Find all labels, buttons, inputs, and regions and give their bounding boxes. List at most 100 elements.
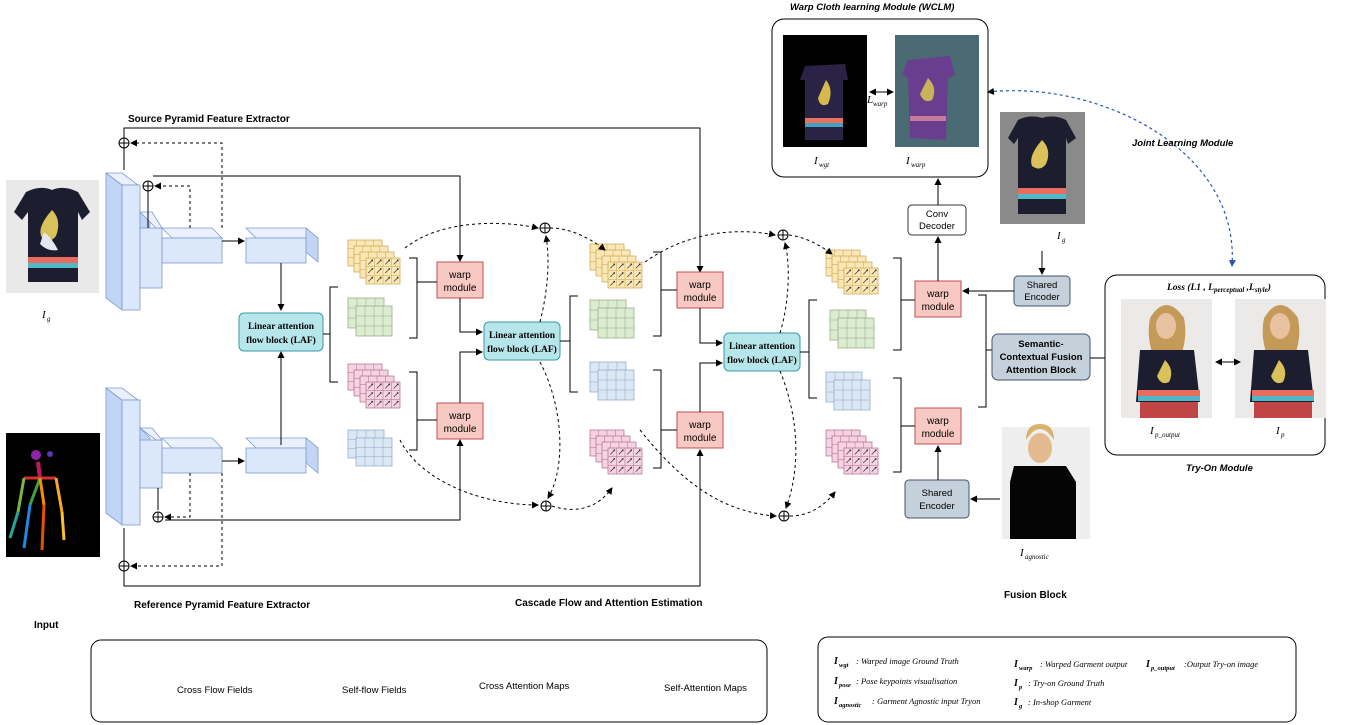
svg-text:flow block (LAF): flow block (LAF) (727, 355, 797, 366)
svg-text:I: I (1013, 678, 1019, 689)
svg-text:module: module (684, 433, 717, 444)
svg-text:p: p (1280, 431, 1285, 439)
svg-text:module: module (922, 429, 955, 440)
tryon-output-image (1121, 299, 1212, 418)
self-flow-stack (825, 429, 879, 475)
warp-module-5: warp module (914, 280, 962, 318)
source-pyramid (104, 172, 320, 311)
svg-text:warp: warp (448, 411, 471, 422)
svg-text:p_output: p_output (1154, 431, 1181, 439)
self-attn-stack (589, 361, 635, 401)
svg-text:module: module (444, 283, 477, 294)
svg-text:Attention Block: Attention Block (1006, 365, 1077, 376)
agnostic-image (1002, 424, 1090, 539)
warped-output-image (895, 35, 979, 147)
svg-text:g: g (47, 315, 51, 323)
legend-cross-flow-label: Cross Flow Fields (177, 685, 253, 696)
input-label: Input (34, 620, 59, 631)
shared-encoder-bottom: Shared Encoder (904, 479, 970, 519)
cross-flow-stack (589, 243, 643, 289)
svg-text:I: I (1013, 697, 1019, 708)
self-attn-stack (825, 371, 871, 411)
input-pose-keypoints-image (6, 433, 100, 557)
tryon-module-label: Try-On Module (1186, 463, 1254, 474)
svg-text:Linear attention: Linear attention (729, 342, 796, 352)
svg-text:module: module (444, 424, 477, 435)
svg-text:Encoder: Encoder (919, 501, 954, 512)
sum-nodes (118, 137, 790, 572)
svg-text:: Garment Agnostic input Tryon: : Garment Agnostic input Tryon (872, 696, 980, 706)
semantic-contextual-fusion-block: Semantic- Contextual Fusion Attention Bl… (991, 333, 1091, 381)
svg-text:p_output: p_output (1150, 665, 1175, 672)
svg-text:I: I (813, 155, 819, 167)
fusion-block-label: Fusion Block (1004, 590, 1067, 601)
math-i-p-output: I p_output (1149, 425, 1181, 439)
svg-text:pose: pose (838, 682, 851, 689)
svg-text:Shared: Shared (1027, 280, 1058, 291)
svg-text:warp: warp (688, 420, 711, 431)
cross-attn-stack (589, 299, 635, 339)
svg-text:warp: warp (926, 289, 949, 300)
math-i-p: I p (1275, 425, 1285, 439)
svg-text:: Warped Garment output: : Warped Garment output (1040, 659, 1128, 669)
legend-symbols: I wgt : Warped image Ground Truth I pose… (833, 656, 1258, 710)
cross-flow-stack (347, 239, 401, 285)
warp-module-3: warp module (676, 271, 724, 309)
svg-text:wgt: wgt (819, 161, 830, 169)
svg-text:: Try-on Ground Truth: : Try-on Ground Truth (1028, 678, 1104, 688)
svg-text:module: module (922, 302, 955, 313)
warp-module-6: warp module (914, 407, 962, 445)
svg-text:I: I (1145, 659, 1151, 670)
laf-block-2: Linear attention flow block (LAF) (483, 321, 561, 361)
svg-text:Loss (L1 , Lperceptual ,Lstyle: Loss (L1 , Lperceptual ,Lstyle) (1166, 282, 1271, 294)
math-i-warp: I warp (905, 155, 926, 169)
braces (323, 251, 992, 473)
svg-text:wgt: wgt (839, 662, 849, 669)
self-flow-stack (347, 363, 401, 409)
math-l-warp: L warp (866, 94, 888, 108)
svg-text:warp: warp (1019, 665, 1033, 672)
warp-module-4: warp module (676, 411, 724, 449)
svg-text:flow block (LAF): flow block (LAF) (487, 344, 557, 355)
svg-text:I: I (833, 676, 839, 687)
svg-text:warp: warp (688, 280, 711, 291)
legend-maps-box (90, 639, 768, 723)
svg-text:warp: warp (448, 270, 471, 281)
cross-attn-stack (829, 309, 875, 349)
svg-text:Encoder: Encoder (1024, 292, 1059, 303)
svg-text:agnostic: agnostic (839, 702, 862, 709)
svg-text:p: p (1018, 684, 1023, 691)
cascade-label: Cascade Flow and Attention Estimation (515, 598, 702, 609)
joint-learning-label: Joint Learning Module (1132, 138, 1234, 149)
svg-text:warp: warp (873, 100, 888, 108)
svg-text:I: I (1013, 659, 1019, 670)
svg-text:Conv: Conv (926, 209, 948, 220)
svg-text:: Pose keypoints visualisation: : Pose keypoints visualisation (856, 676, 957, 686)
legend-self-flow-label: Self-flow Fields (342, 685, 407, 696)
conv-decoder: Conv Decoder (907, 204, 967, 236)
math-i-wgt: I wgt (813, 155, 830, 169)
svg-text:module: module (684, 293, 717, 304)
input-garment-image (6, 180, 99, 293)
garment-image-right (1000, 112, 1085, 224)
svg-text:I: I (833, 696, 839, 707)
svg-text:: In-shop Garment: : In-shop Garment (1028, 697, 1092, 707)
math-i-g-right: I g (1056, 230, 1066, 244)
cross-flow-stack (825, 249, 879, 295)
svg-text:I: I (1275, 425, 1281, 437)
svg-text:I: I (905, 155, 911, 167)
legend-symbols-box (817, 636, 1297, 723)
warp-module-2: warp module (436, 402, 484, 440)
loss-label: Loss (L1 , Lperceptual ,Lstyle) (1166, 282, 1271, 294)
feature-map-stacks (100, 239, 879, 709)
svg-text:Shared: Shared (922, 488, 953, 499)
svg-text:warp: warp (926, 416, 949, 427)
svg-text:I: I (41, 309, 47, 321)
svg-text:warp: warp (911, 161, 926, 169)
legend-cross-attn-label: Cross Attention Maps (479, 681, 570, 692)
legend-self-attn-label: Self-Attention Maps (664, 683, 747, 694)
reference-pyramid (104, 387, 320, 526)
svg-text:Contextual Fusion: Contextual Fusion (1000, 352, 1083, 363)
svg-text:g: g (1062, 236, 1066, 244)
svg-text:I: I (1019, 547, 1025, 559)
